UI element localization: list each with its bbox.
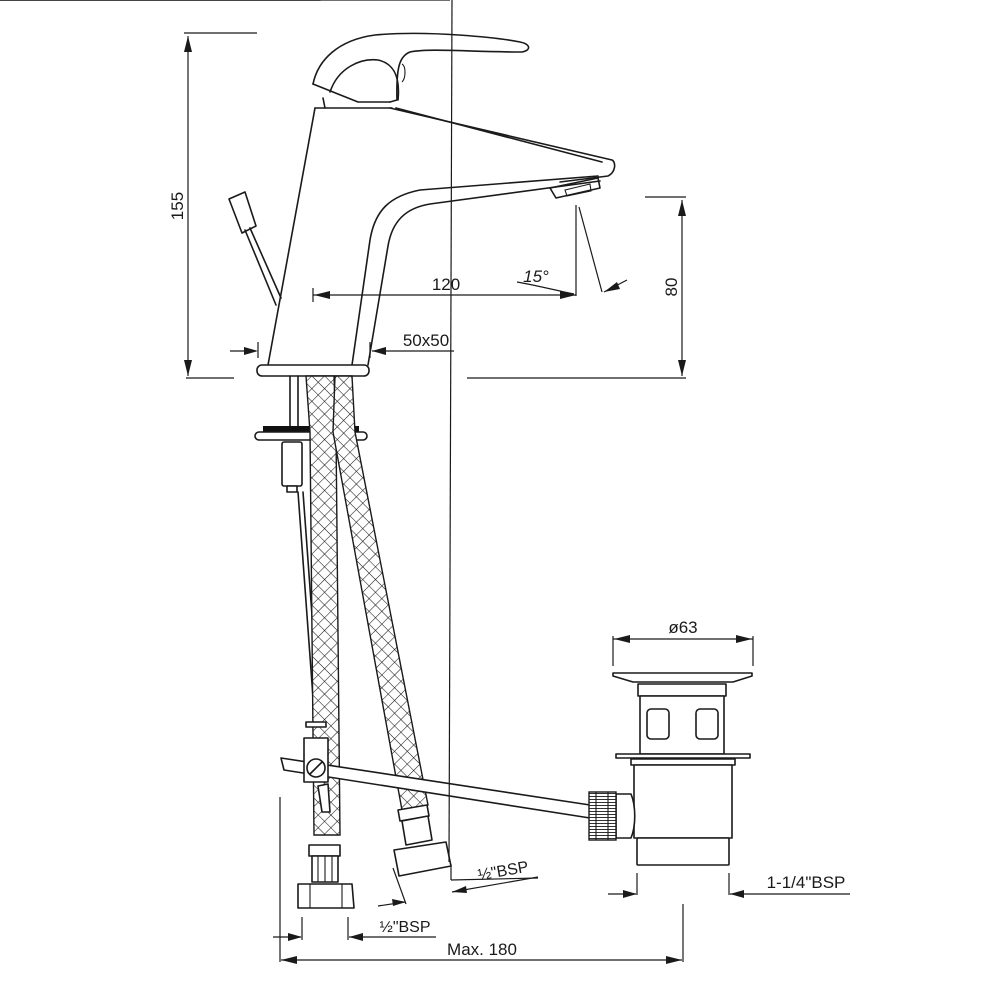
- lever-handle: [312, 32, 530, 103]
- spout: [389, 107, 616, 183]
- dim-drain-thread: 1-1/4"BSP: [767, 873, 846, 892]
- aerator: [549, 177, 601, 199]
- dim-hose-thread-right: ½"BSP: [477, 859, 530, 885]
- knurled-nut: [588, 791, 617, 841]
- dim-drain-diameter: ø63: [668, 618, 697, 637]
- dim-base-size: 50x50: [403, 331, 449, 350]
- under-counter-assembly: [254, 375, 591, 909]
- faucet-body: [0, 0, 616, 377]
- dim-hose-thread-left: ½"BSP: [379, 919, 430, 936]
- hex-nut-left: [297, 883, 355, 909]
- pop-up-rod: [228, 191, 257, 234]
- hex-nut-right: [393, 841, 452, 877]
- dim-max-length: Max. 180: [447, 940, 517, 959]
- flexible-hose-right: [332, 375, 429, 811]
- dim-overall-height: 155: [168, 192, 187, 220]
- base-plate: [256, 364, 370, 377]
- flexible-hose-left: [305, 375, 341, 836]
- dim-spout-angle: 15°: [523, 267, 549, 286]
- dimension-lines: 155 80 120 15° 50x50 ø63: [0, 0, 850, 964]
- drain-waste: [588, 672, 753, 866]
- dim-spout-height: 80: [662, 278, 681, 297]
- dim-spout-reach: 120: [432, 275, 460, 294]
